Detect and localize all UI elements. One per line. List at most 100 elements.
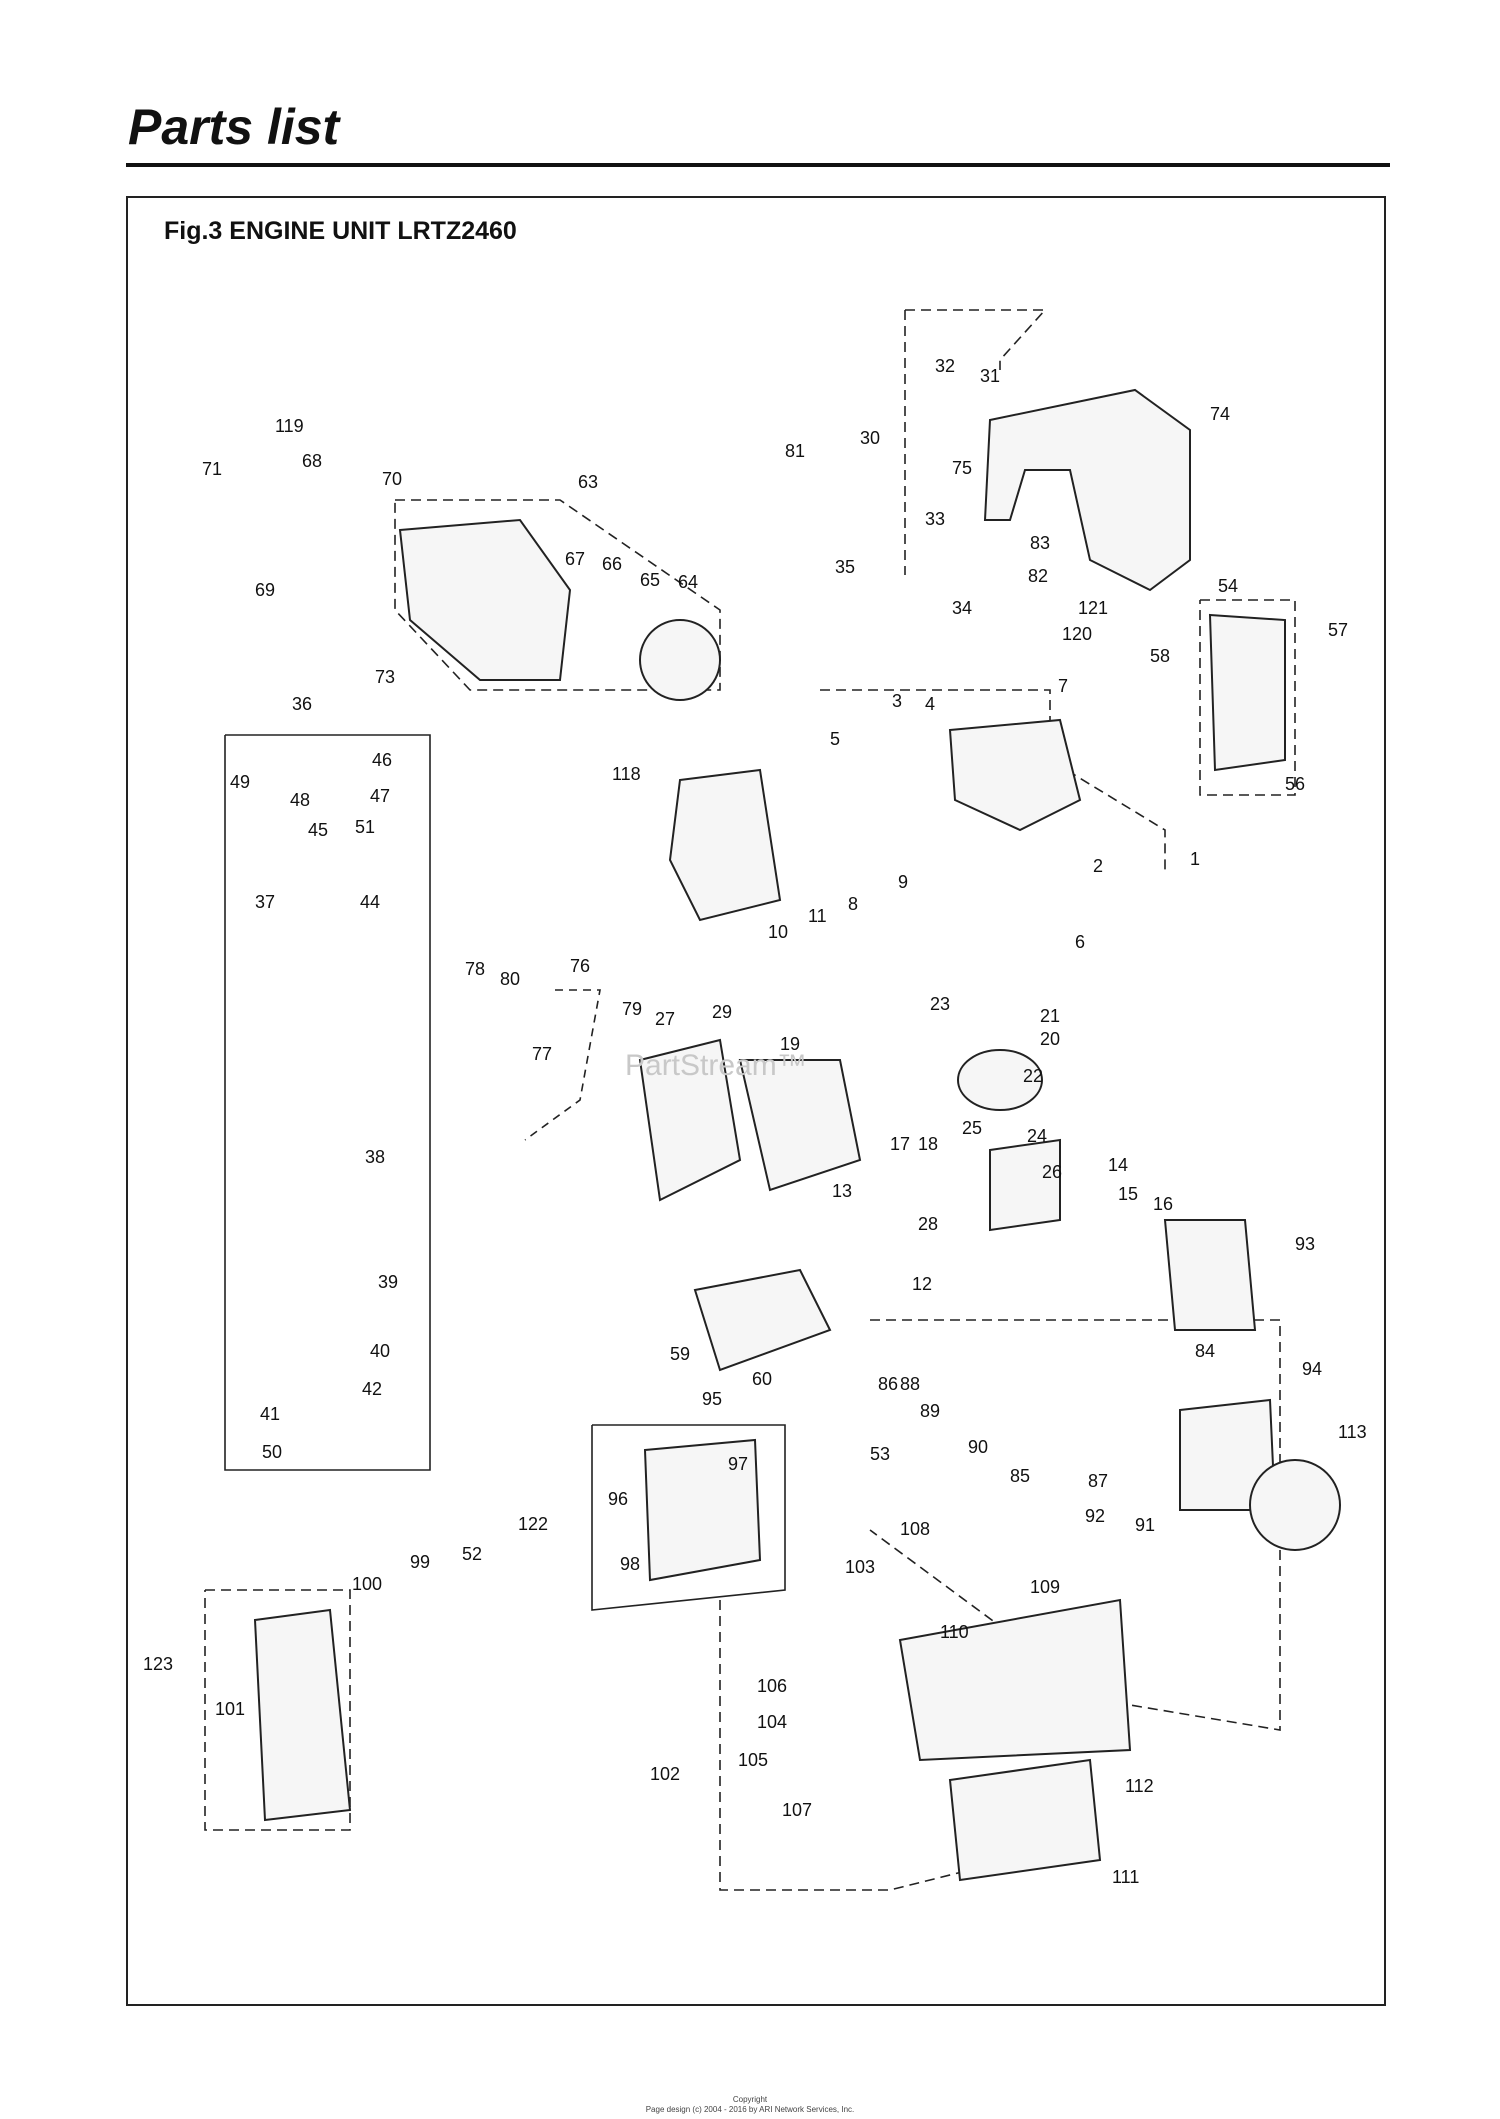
callout-label: 60 xyxy=(752,1369,772,1389)
callout-label: 84 xyxy=(1195,1341,1215,1361)
callout-label: 47 xyxy=(370,786,390,806)
callout-label: 59 xyxy=(670,1344,690,1364)
cylinder-part xyxy=(948,718,1082,832)
callout-label: 57 xyxy=(1328,620,1348,640)
callout-label: 44 xyxy=(360,892,380,912)
fuel-tank-part xyxy=(898,1598,1132,1762)
callout-label: 10 xyxy=(768,922,788,942)
callout-label: 118 xyxy=(612,764,641,784)
callout-label: 85 xyxy=(1010,1466,1030,1486)
callout-label: 34 xyxy=(952,598,972,618)
callout-label: 22 xyxy=(1023,1066,1043,1086)
crankcase-half-part xyxy=(1163,1219,1257,1331)
callout-label: 65 xyxy=(640,570,660,590)
callout-label: 32 xyxy=(935,356,955,376)
callout-label: 80 xyxy=(500,969,520,989)
callout-label: 27 xyxy=(655,1009,675,1029)
callout-label: 87 xyxy=(1088,1471,1108,1491)
callout-label: 105 xyxy=(738,1750,768,1770)
callout-label: 101 xyxy=(215,1699,245,1719)
callout-label: 5 xyxy=(830,729,840,749)
callout-label: 104 xyxy=(757,1712,787,1732)
callout-label: 38 xyxy=(365,1147,385,1167)
callout-label: 109 xyxy=(1030,1577,1060,1597)
footer-page-design: Page design (c) 2004 - 2016 by ARI Netwo… xyxy=(645,2105,855,2114)
callout-label: 1 xyxy=(1190,849,1200,869)
callout-label: 6 xyxy=(1075,932,1085,952)
callout-label: 68 xyxy=(302,451,322,471)
callout-label: 18 xyxy=(918,1134,938,1154)
gasket-ring-part xyxy=(1249,1459,1341,1551)
callout-label: 41 xyxy=(260,1404,280,1424)
callout-label: 119 xyxy=(275,416,304,436)
callout-label: 19 xyxy=(780,1034,800,1054)
page-title: Parts list xyxy=(128,99,340,155)
callout-label: 121 xyxy=(1078,598,1108,618)
callout-label: 63 xyxy=(578,472,598,492)
callout-label: 110 xyxy=(940,1622,969,1642)
crankcase-part xyxy=(738,1059,862,1192)
muffler-part xyxy=(1208,613,1286,772)
piston-part xyxy=(957,1049,1043,1111)
flywheel-part xyxy=(638,1038,742,1202)
callout-label: 53 xyxy=(870,1444,890,1464)
callout-label: 71 xyxy=(202,459,222,479)
callout-label: 81 xyxy=(785,441,805,461)
callout-label: 23 xyxy=(930,994,950,1014)
callout-label: 42 xyxy=(362,1379,382,1399)
callout-label: 74 xyxy=(1210,404,1230,424)
callout-label: 51 xyxy=(355,817,375,837)
callout-label: 35 xyxy=(835,557,855,577)
callout-label: 12 xyxy=(912,1274,932,1294)
callout-label: 73 xyxy=(375,667,395,687)
callout-label: 95 xyxy=(702,1389,722,1409)
callout-label: 66 xyxy=(602,554,622,574)
callout-label: 31 xyxy=(980,366,1000,386)
callout-label: 25 xyxy=(962,1118,982,1138)
callout-label: 108 xyxy=(900,1519,930,1539)
figure-frame xyxy=(126,196,1386,2006)
callout-label: 122 xyxy=(518,1514,548,1534)
callout-label: 75 xyxy=(952,458,972,478)
callout-label: 111 xyxy=(1112,1867,1139,1887)
callout-label: 28 xyxy=(918,1214,938,1234)
callout-label: 76 xyxy=(570,956,590,976)
callout-label: 86 xyxy=(878,1374,898,1394)
callout-label: 52 xyxy=(462,1544,482,1564)
footer-copyright: Copyright xyxy=(732,2095,768,2104)
engine-cover-part xyxy=(983,388,1191,592)
callout-label: 46 xyxy=(372,750,392,770)
callout-label: 98 xyxy=(620,1554,640,1574)
callout-label: 88 xyxy=(900,1374,920,1394)
callout-label: 21 xyxy=(1040,1006,1060,1026)
callout-label: 39 xyxy=(378,1272,398,1292)
callout-label: 79 xyxy=(622,999,642,1019)
callout-label: 77 xyxy=(532,1044,552,1064)
callout-label: 11 xyxy=(808,906,827,926)
callout-label: 70 xyxy=(382,469,402,489)
callout-label: 120 xyxy=(1062,624,1092,644)
callout-label: 13 xyxy=(832,1181,852,1201)
callout-label: 107 xyxy=(782,1800,812,1820)
callout-label: 96 xyxy=(608,1489,628,1509)
callout-label: 112 xyxy=(1125,1776,1154,1796)
carburetor-part xyxy=(668,768,782,922)
callout-label: 2 xyxy=(1093,856,1103,876)
callout-label: 83 xyxy=(1030,533,1050,553)
callout-label: 103 xyxy=(845,1557,875,1577)
callout-label: 15 xyxy=(1118,1184,1138,1204)
callout-label: 82 xyxy=(1028,566,1048,586)
callout-label: 54 xyxy=(1218,576,1238,596)
title-divider xyxy=(126,163,1390,167)
callout-label: 29 xyxy=(712,1002,732,1022)
callout-label: 26 xyxy=(1042,1162,1062,1182)
callout-label: 78 xyxy=(465,959,485,979)
callout-label: 99 xyxy=(410,1552,430,1572)
tank-cover-part xyxy=(948,1758,1102,1882)
figure-caption: Fig.3 ENGINE UNIT LRTZ2460 xyxy=(164,217,517,245)
callout-label: 123 xyxy=(143,1654,173,1674)
callout-label: 14 xyxy=(1108,1155,1128,1175)
callout-label: 50 xyxy=(262,1442,282,1462)
crankshaft-part xyxy=(989,1138,1061,1232)
